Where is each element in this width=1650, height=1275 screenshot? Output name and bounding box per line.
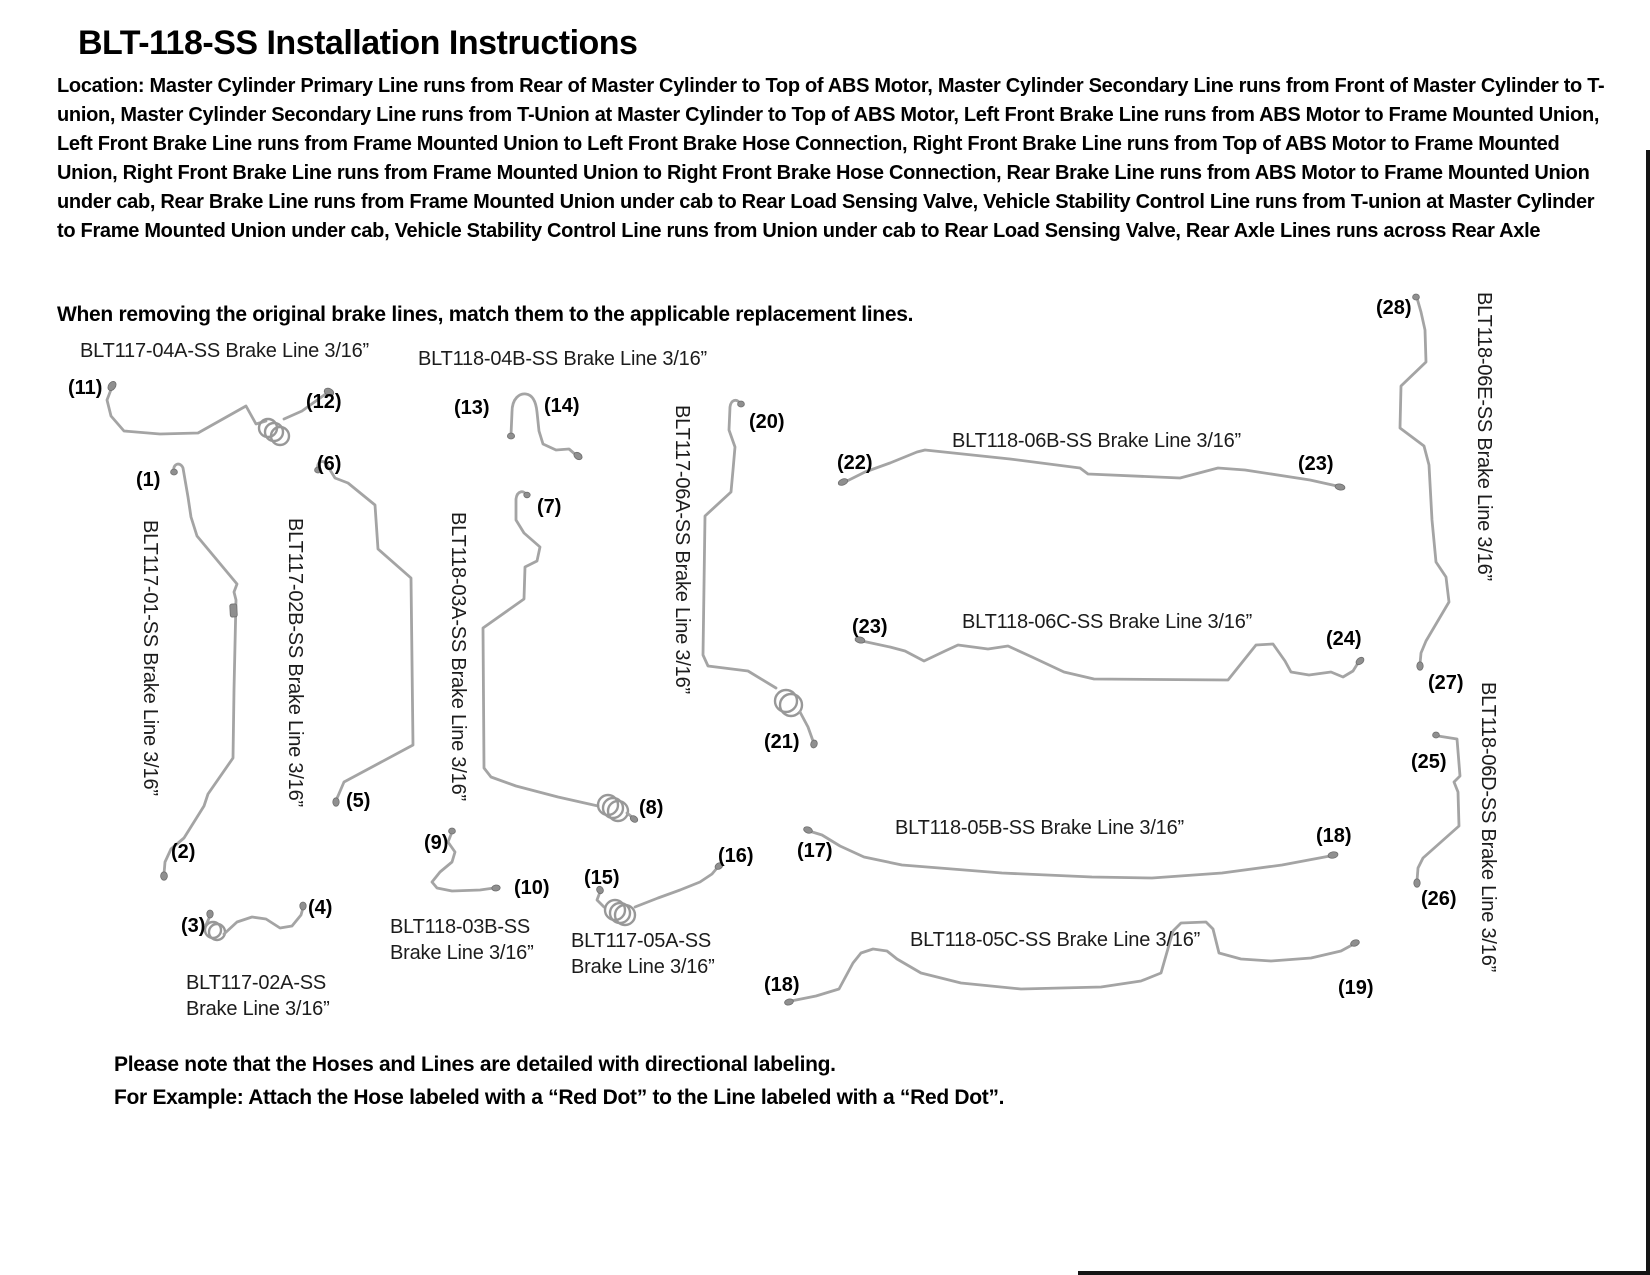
label-blt117-05a: BLT117-05A-SS Brake Line 3/16” bbox=[571, 928, 715, 980]
marker-2: (2) bbox=[171, 841, 196, 863]
brake-line-blt118-06e-drawing bbox=[1398, 293, 1451, 671]
label-blt118-03b-line1: BLT118-03B-SS bbox=[390, 916, 531, 938]
marker-17: (17) bbox=[797, 840, 833, 862]
directional-labeling-note: Please note that the Hoses and Lines are… bbox=[114, 1053, 836, 1076]
marker-14: (14) bbox=[544, 395, 580, 417]
marker-9: (9) bbox=[424, 832, 449, 854]
marker-27: (27) bbox=[1428, 672, 1464, 694]
label-blt118-05b: BLT118-05B-SS Brake Line 3/16” bbox=[895, 817, 1184, 839]
marker-24: (24) bbox=[1326, 628, 1362, 650]
marker-13: (13) bbox=[454, 397, 490, 419]
marker-5: (5) bbox=[346, 790, 371, 812]
marker-23-right: (23) bbox=[1298, 453, 1334, 475]
brake-line-blt117-01-drawing bbox=[160, 462, 239, 881]
brake-line-blt117-04a-drawing bbox=[105, 381, 335, 447]
marker-21: (21) bbox=[764, 731, 800, 753]
brake-line-blt118-06b-drawing bbox=[837, 448, 1346, 491]
match-note: When removing the original brake lines, … bbox=[57, 303, 914, 326]
label-blt118-06b: BLT118-06B-SS Brake Line 3/16” bbox=[952, 430, 1241, 452]
red-dot-example-note: For Example: Attach the Hose labeled wit… bbox=[114, 1086, 1005, 1109]
marker-26: (26) bbox=[1421, 888, 1457, 910]
marker-8: (8) bbox=[639, 797, 664, 819]
marker-19: (19) bbox=[1338, 977, 1374, 999]
marker-18-right: (18) bbox=[1316, 825, 1352, 847]
brake-line-blt118-06d-drawing bbox=[1413, 731, 1462, 888]
label-blt117-04a: BLT117-04A-SS Brake Line 3/16” bbox=[80, 340, 369, 362]
label-blt117-02a-line2: Brake Line 3/16” bbox=[186, 998, 330, 1020]
marker-12: (12) bbox=[306, 391, 342, 413]
label-blt117-01: BLT117-01-SS Brake Line 3/16” bbox=[139, 520, 161, 796]
brake-line-blt117-06a-drawing bbox=[701, 398, 818, 749]
brake-line-blt118-06c-drawing bbox=[854, 636, 1365, 682]
brake-line-blt118-05b-drawing bbox=[803, 826, 1339, 880]
label-blt118-05c: BLT118-05C-SS Brake Line 3/16” bbox=[910, 929, 1201, 951]
marker-25: (25) bbox=[1411, 751, 1447, 773]
label-blt117-05a-line2: Brake Line 3/16” bbox=[571, 956, 715, 978]
brake-line-blt117-02a-drawing bbox=[203, 901, 307, 942]
marker-1: (1) bbox=[136, 469, 161, 491]
label-blt117-02b: BLT117-02B-SS Brake Line 3/16” bbox=[284, 518, 306, 807]
marker-15: (15) bbox=[584, 867, 620, 889]
marker-28: (28) bbox=[1376, 297, 1412, 319]
label-blt118-06d: BLT118-06D-SS Brake Line 3/16” bbox=[1477, 682, 1499, 973]
label-blt117-02a-line1: BLT117-02A-SS bbox=[186, 972, 327, 994]
label-blt118-03b-line2: Brake Line 3/16” bbox=[390, 942, 534, 964]
marker-6: (6) bbox=[317, 453, 342, 475]
label-blt117-05a-line1: BLT117-05A-SS bbox=[571, 930, 712, 952]
marker-11: (11) bbox=[68, 377, 103, 399]
marker-22: (22) bbox=[837, 452, 873, 474]
brake-line-blt118-03a-drawing bbox=[481, 490, 639, 823]
marker-18-left: (18) bbox=[764, 974, 800, 996]
marker-16: (16) bbox=[718, 845, 754, 867]
brake-line-blt118-05c-drawing bbox=[784, 920, 1360, 1006]
label-blt118-03b: BLT118-03B-SS Brake Line 3/16” bbox=[390, 914, 534, 966]
scan-edge-right bbox=[1646, 150, 1650, 1275]
marker-10: (10) bbox=[514, 877, 550, 899]
location-paragraph: Location: Master Cylinder Primary Line r… bbox=[57, 75, 1605, 242]
marker-3: (3) bbox=[181, 915, 206, 937]
brake-line-blt117-02b-drawing bbox=[314, 460, 415, 807]
marker-20: (20) bbox=[749, 411, 785, 433]
marker-23-left: (23) bbox=[852, 616, 888, 638]
brake-line-blt117-05a-drawing bbox=[595, 862, 724, 927]
label-blt118-06e: BLT118-06E-SS Brake Line 3/16” bbox=[1473, 292, 1495, 581]
label-blt117-02a: BLT117-02A-SS Brake Line 3/16” bbox=[186, 970, 330, 1022]
label-blt118-06c: BLT118-06C-SS Brake Line 3/16” bbox=[962, 611, 1253, 633]
page-title: BLT-118-SS Installation Instructions bbox=[78, 24, 638, 62]
scan-edge-bottom bbox=[1078, 1271, 1650, 1275]
label-blt117-06a: BLT117-06A-SS Brake Line 3/16” bbox=[671, 405, 693, 694]
marker-7: (7) bbox=[537, 496, 562, 518]
brake-line-blt118-03b-drawing bbox=[430, 827, 501, 893]
label-blt118-03a: BLT118-03A-SS Brake Line 3/16” bbox=[447, 512, 469, 801]
marker-4: (4) bbox=[308, 897, 333, 919]
label-blt118-04b: BLT118-04B-SS Brake Line 3/16” bbox=[418, 348, 707, 370]
brake-line-blt118-04b-drawing bbox=[506, 392, 583, 461]
